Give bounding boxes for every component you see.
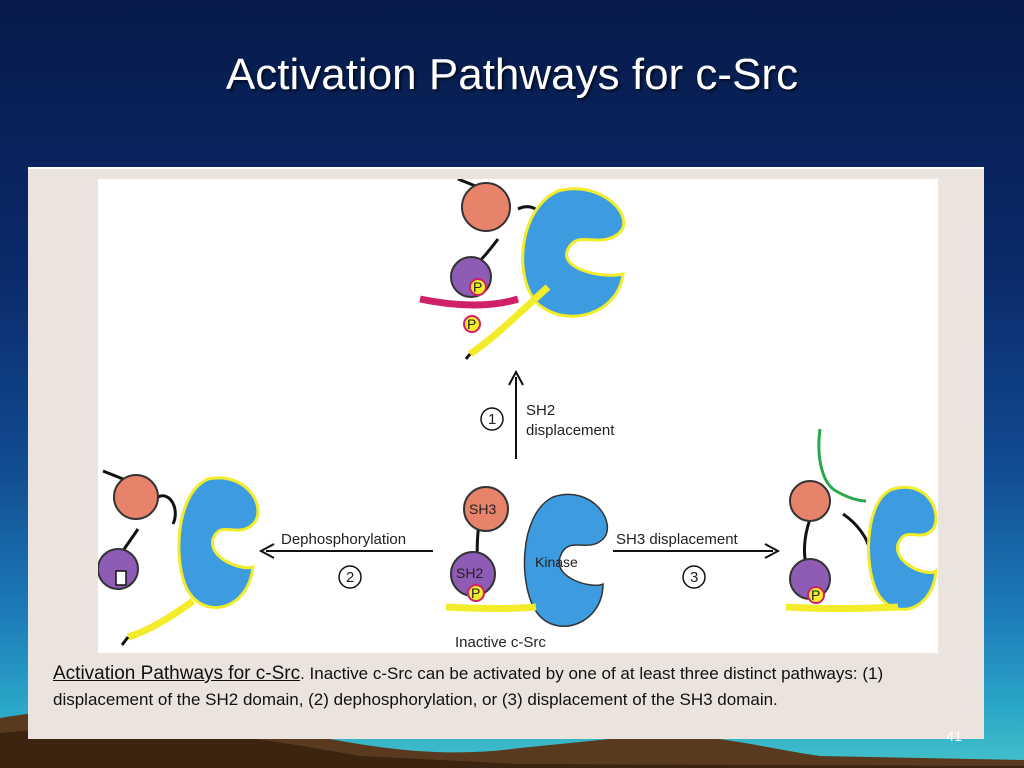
sh2-domain — [98, 548, 139, 590]
inactive-src: SH3 Kinase SH2 P Inactive c-Src — [445, 486, 609, 651]
svg-text:P: P — [471, 585, 480, 601]
caption-text: . Inactive c-Src can be activated by one… — [53, 664, 884, 709]
terrain-background — [0, 707, 1024, 768]
sh3-ligand — [817, 428, 867, 503]
step-1-label: SH2 — [526, 402, 555, 419]
dephosphorylation-arrow: Dephosphorylation 2 — [258, 531, 433, 589]
phospho-marker — [467, 584, 485, 602]
kinase-domain — [521, 187, 626, 318]
svg-text:P: P — [473, 279, 482, 295]
step-1-label-2: displacement — [526, 422, 615, 439]
slide-number: 41 — [946, 728, 962, 744]
sh3-domain — [113, 474, 159, 520]
step-1-number: 1 — [488, 411, 496, 428]
active-src-sh2-displaced: P P — [419, 179, 626, 360]
phospho-marker — [463, 315, 481, 333]
linker — [126, 598, 196, 641]
linker — [445, 603, 537, 612]
sh3-domain — [461, 182, 511, 232]
figure-caption: Activation Pathways for c-Src. Inactive … — [53, 661, 933, 713]
kinase-domain — [177, 476, 260, 610]
active-src-sh3-displaced: P — [785, 428, 938, 612]
sh2-ligand — [419, 295, 520, 309]
step-3-number: 3 — [690, 569, 698, 586]
active-src-dephosphorylated — [98, 469, 260, 646]
svg-text:P: P — [467, 316, 476, 332]
sh2-displacement-arrow: 1 SH2 displacement — [480, 369, 615, 459]
slide-title: Activation Pathways for c-Src — [225, 50, 799, 99]
sh3-domain — [789, 480, 831, 522]
linker — [468, 284, 551, 357]
step-2-number: 2 — [346, 569, 354, 586]
kinase-domain — [867, 485, 938, 611]
sh3-domain — [463, 486, 509, 532]
step-3-label: SH3 displacement — [616, 531, 739, 548]
phospho-marker — [469, 278, 487, 296]
inactive-label: Inactive c-Src — [455, 634, 546, 651]
caption-title: Activation Pathways for c-Src — [53, 663, 301, 684]
content-panel: P P 1 SH2 displacement SH3 Kinase — [28, 167, 984, 739]
sh3-displacement-arrow: SH3 displacement 3 — [613, 531, 781, 589]
svg-text:P: P — [811, 587, 820, 603]
pathway-diagram: P P 1 SH2 displacement SH3 Kinase — [98, 179, 938, 653]
step-2-label: Dephosphorylation — [281, 531, 406, 548]
kinase-domain — [523, 493, 609, 627]
svg-text:Kinase: Kinase — [535, 554, 578, 570]
svg-text:SH3: SH3 — [469, 501, 496, 517]
phospho-marker — [807, 586, 825, 604]
linker — [785, 603, 899, 612]
svg-text:SH2: SH2 — [456, 565, 483, 581]
